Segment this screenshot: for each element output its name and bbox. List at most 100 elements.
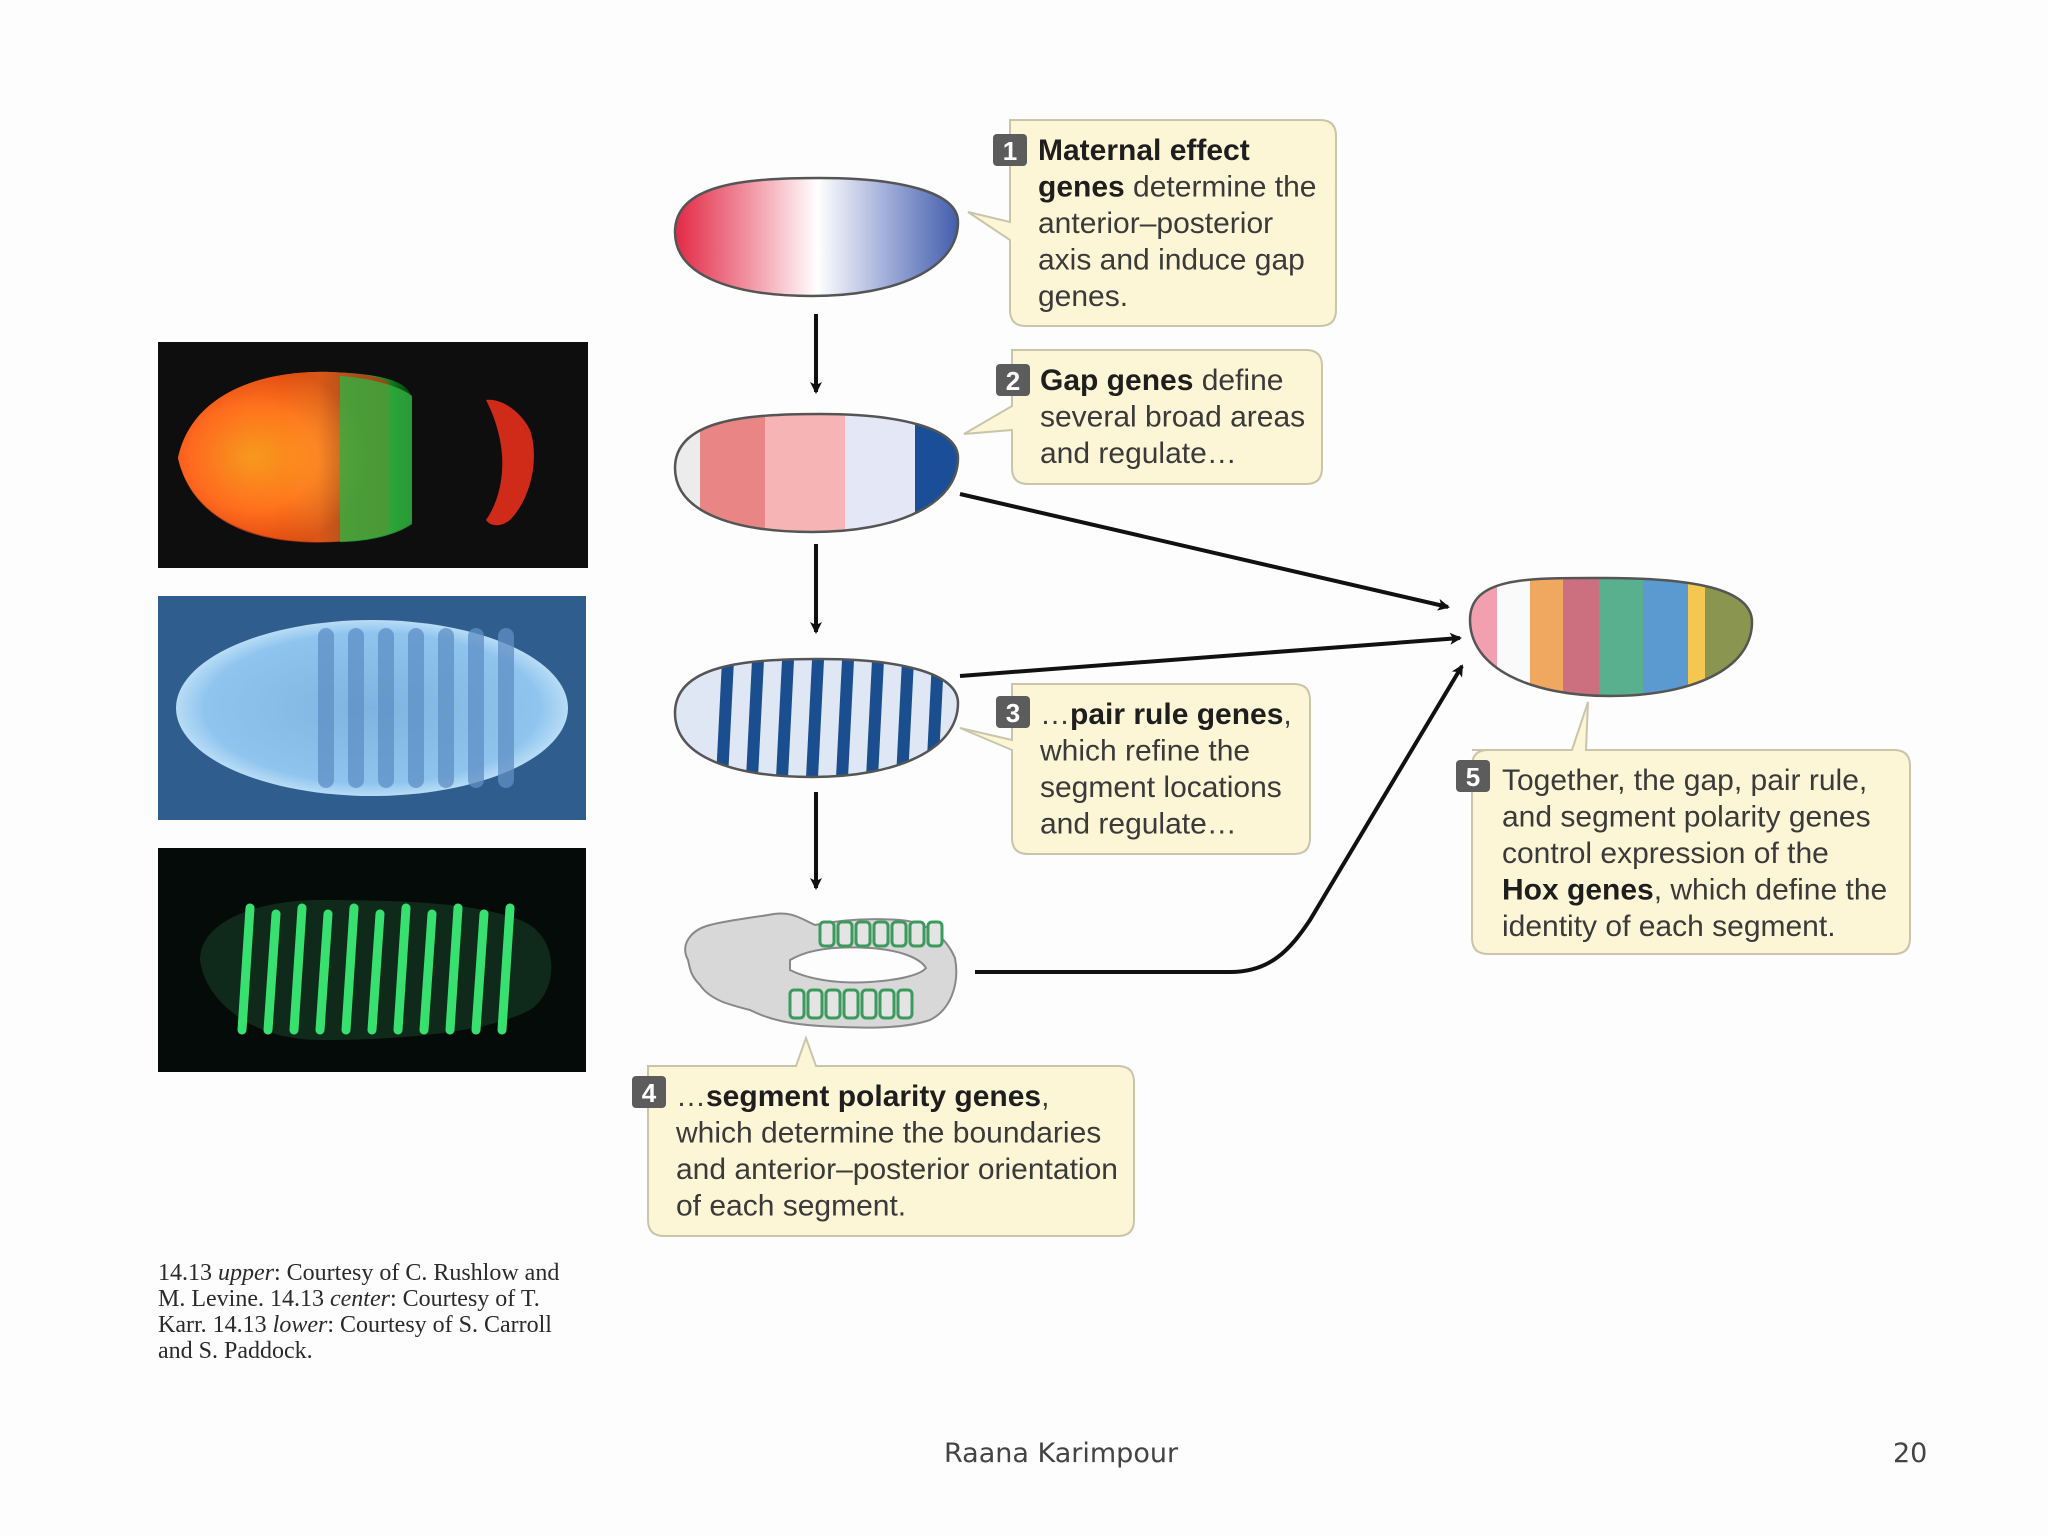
photo-gap-gene-expression: [158, 342, 588, 568]
pair-rule-stripe: [836, 660, 854, 777]
pair-rule-stripe: [896, 660, 914, 777]
callout-5-line-5-part: identity of each segment.: [1502, 910, 1836, 943]
callout-4-line-1-part: ,: [1041, 1080, 1049, 1113]
svg-text:3: 3: [1006, 698, 1020, 728]
photo-green-stripe: [367, 909, 385, 1035]
pair-rule-stripe: [776, 660, 794, 777]
callout-1-line-4-part: axis and induce gap: [1038, 244, 1305, 277]
embryo-segment-polarity: [684, 912, 958, 1029]
germ-band-segment: [908, 920, 926, 948]
callout-1-badge: [993, 134, 1027, 166]
photo-stripe: [408, 628, 424, 788]
callout-5-line-3-part: control expression of the: [1502, 837, 1829, 870]
photo-green-stripe: [237, 903, 255, 1035]
callout-5-line-4-part: , which define the: [1654, 874, 1887, 907]
callout-1-line-5-part: genes.: [1038, 280, 1128, 313]
svg-text:1: 1: [1003, 136, 1017, 166]
germ-band-segment: [836, 920, 854, 948]
callout-4-line-2-part: which determine the boundaries: [675, 1117, 1101, 1150]
embryo-hox-domains: [1468, 576, 1754, 698]
svg-text:4: 4: [642, 1078, 657, 1108]
arrow-2-to-5: [959, 492, 1450, 611]
callout-3-line-2-part: which refine the: [1039, 735, 1250, 768]
pair-rule-stripe: [866, 660, 884, 777]
callout-2-badge: [996, 364, 1030, 396]
callout-3-badge: [996, 696, 1030, 728]
callout-3-line-1-part: ,: [1283, 698, 1291, 731]
arrow-4-to-5: [975, 664, 1464, 974]
photo-stripe: [498, 628, 514, 788]
callout-2-line-1-part: Gap genes: [1040, 364, 1193, 397]
callout-5-text: Together, the gap, pair rule, and segment…: [1502, 764, 1887, 943]
germ-band-segment: [860, 988, 878, 1020]
germ-band-segment: [824, 988, 842, 1020]
callout-5-line-4-part: Hox genes: [1502, 874, 1654, 907]
callout-5-line-1-part: Together, the gap, pair rule,: [1502, 764, 1867, 797]
germ-band-segment: [890, 920, 908, 948]
callout-5: 5 Together, the gap, pair rule,and segme…: [1456, 701, 1911, 955]
callout-2-line-2-part: several broad areas: [1040, 401, 1305, 434]
page-number: 20: [1893, 1438, 1928, 1469]
germ-band-segment: [842, 988, 860, 1020]
callout-2-line-3-part: and regulate…: [1040, 437, 1237, 470]
germ-band-segment: [806, 988, 824, 1020]
photo-green-stripe: [393, 903, 411, 1035]
germ-band-segment: [854, 920, 872, 948]
pair-rule-stripe: [806, 660, 824, 777]
photo-green-stripe: [315, 909, 333, 1035]
svg-text:2: 2: [1006, 366, 1020, 396]
photo-segment-polarity-stripes: [158, 848, 586, 1072]
callout-4-text: …segment polarity genes, which determine …: [675, 1080, 1118, 1223]
photo-green-stripe: [419, 909, 437, 1035]
photo-green-stripe: [497, 903, 515, 1035]
callout-5-badge: [1456, 760, 1490, 792]
photo-green-stripe: [289, 903, 307, 1035]
germ-band-segment: [818, 920, 836, 948]
pair-rule-stripe: [716, 660, 734, 777]
arrow-3-to-5: [959, 632, 1462, 678]
photo-stripe: [438, 628, 454, 788]
photo-green-stripe: [263, 909, 281, 1035]
photo-stripe: [318, 628, 334, 788]
germ-band-segment: [926, 920, 944, 948]
callout-1-line-2-part: determine the: [1125, 171, 1317, 204]
callout-1-line-1-part: Maternal effect: [1038, 134, 1250, 167]
callout-3-line-1-part: pair rule genes: [1070, 698, 1283, 731]
photo-green-stripe: [341, 903, 359, 1035]
germ-band-segment: [896, 988, 914, 1020]
embryo-pair-rule-stripes: [673, 657, 960, 779]
callout-1-line-3-part: anterior–posterior: [1038, 207, 1273, 240]
germ-band-segment: [878, 988, 896, 1020]
photo-stripe: [468, 628, 484, 788]
callout-4-line-4-part: of each segment.: [676, 1190, 906, 1223]
photo-stripe: [348, 628, 364, 788]
callout-3-line-1-part: …: [1040, 698, 1070, 731]
footer-author: Raana Karimpour: [944, 1438, 1179, 1469]
callout-3-line-4-part: and regulate…: [1040, 808, 1237, 841]
callout-4-line-1-part: …: [676, 1080, 706, 1113]
cascade-arrows: [810, 314, 1464, 974]
callout-4-line-3-part: and anterior–posterior orientation: [676, 1153, 1118, 1186]
photo-green-stripe: [471, 909, 489, 1035]
callout-4-badge: [632, 1076, 666, 1108]
photo-green-stripe: [445, 903, 463, 1035]
embryo-maternal-gradient: [673, 176, 960, 298]
callout-5-line-2-part: and segment polarity genes: [1502, 801, 1871, 834]
photo-pair-rule-stripes: [158, 596, 586, 820]
callout-3-line-3-part: segment locations: [1040, 771, 1282, 804]
callout-1-line-2-part: genes: [1038, 171, 1125, 204]
image-credit: 14.13 upper: Courtesy of C. Rushlow and …: [158, 1260, 560, 1364]
germ-band-segment: [872, 920, 890, 948]
callout-4: 4 …segment polarity genes, which determin…: [632, 1035, 1135, 1237]
germ-band-segment: [788, 988, 806, 1020]
callout-2-line-1-part: define: [1193, 364, 1283, 397]
callout-4-line-1-part: segment polarity genes: [706, 1080, 1041, 1113]
photo-stripe: [378, 628, 394, 788]
